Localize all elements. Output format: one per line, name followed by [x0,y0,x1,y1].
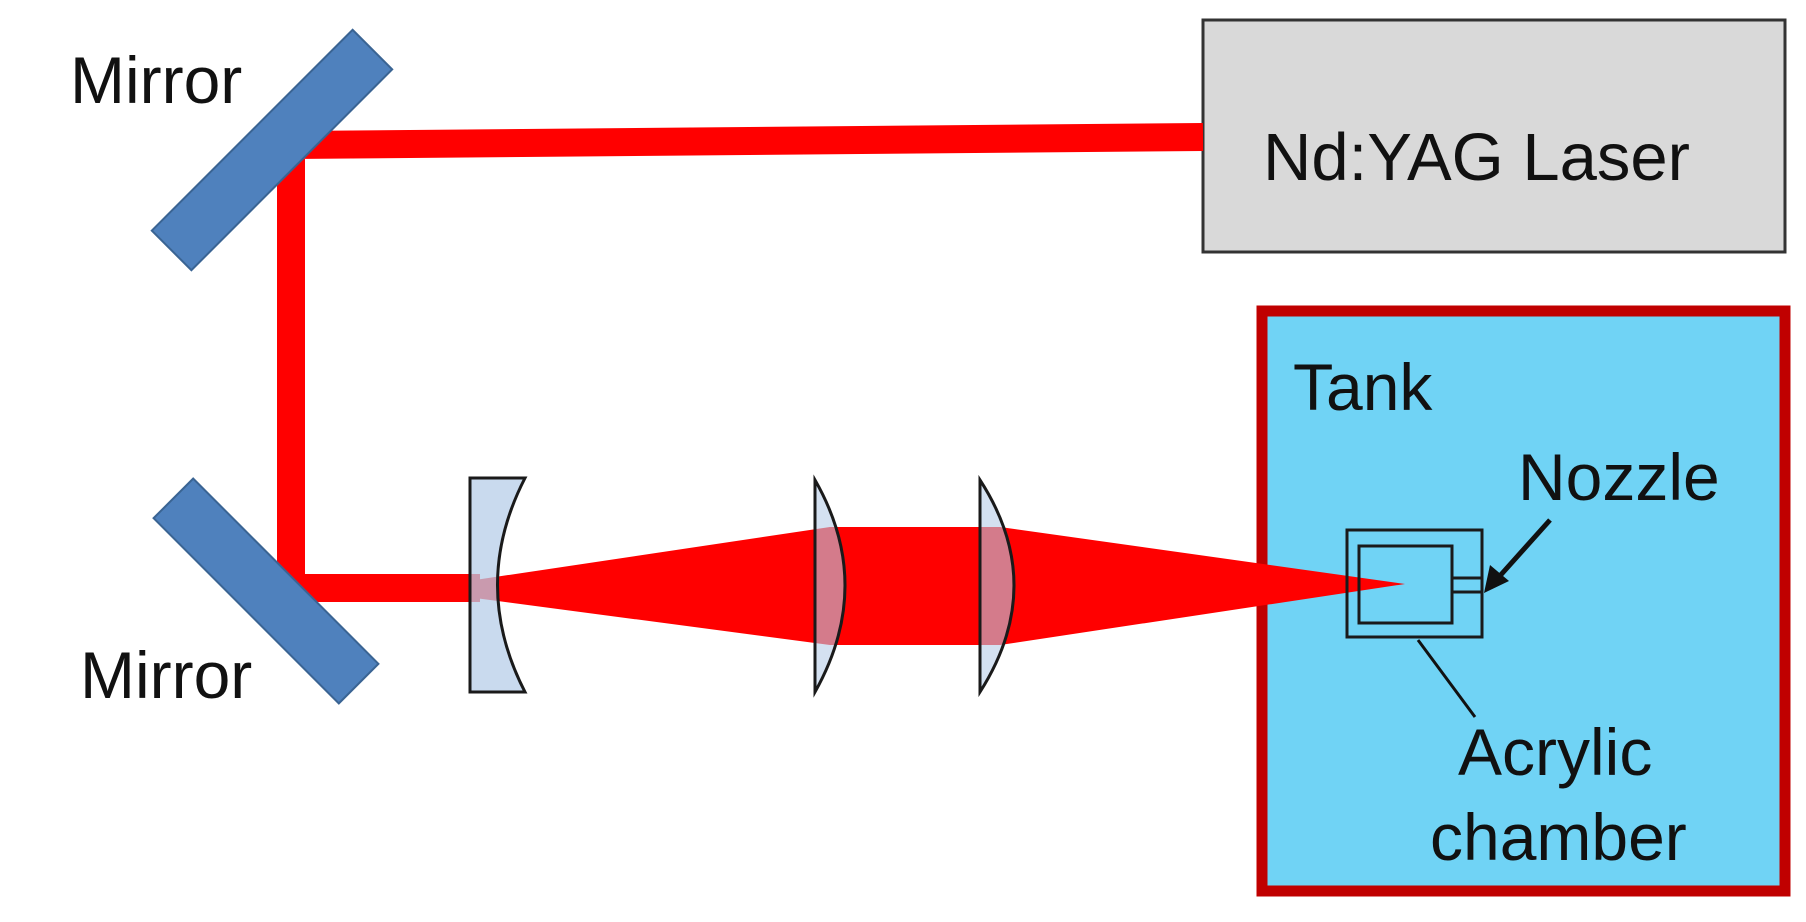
laser-beam-cone [475,527,1405,645]
acrylic-chamber-leader [1416,639,1477,718]
nozzle-arrowhead [1484,565,1509,593]
tank-label: Tank [1293,350,1433,424]
nozzle [1450,576,1484,594]
acrylic-label-line2: chamber [1430,800,1687,874]
nozzle-label: Nozzle [1518,440,1720,514]
mirror-top-label: Mirror [70,43,242,117]
laser-box [1201,18,1787,254]
acrylic-label-line1: Acrylic [1458,715,1652,789]
nozzle-arrow-line [1496,518,1552,580]
tank [1256,305,1791,897]
convex-lens-2 [978,474,1016,698]
laser-beam-path [277,123,1204,602]
mirror-bottom [152,477,380,705]
laser-label: Nd:YAG Laser [1263,120,1690,195]
mirror-top [150,28,394,272]
mirror-bottom-label: Mirror [80,638,252,712]
convex-lens-1 [813,474,847,698]
concave-lens [468,476,528,694]
